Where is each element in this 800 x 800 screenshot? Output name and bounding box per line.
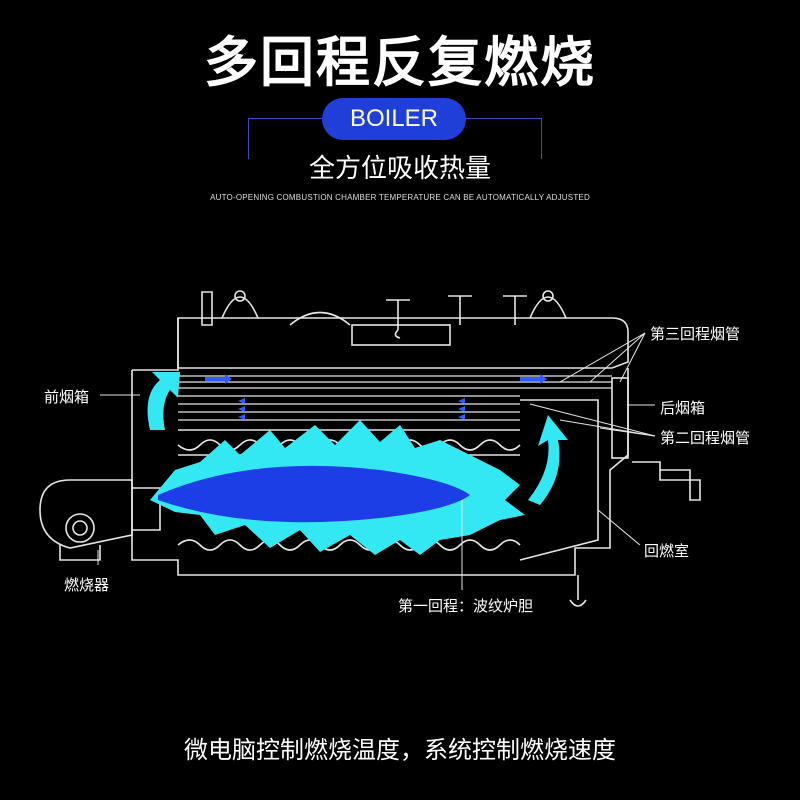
label-rear-box: 后烟箱 [660, 399, 706, 417]
caption: AUTO-OPENING COMBUSTION CHAMBER TEMPERAT… [210, 193, 590, 202]
footer-text: 微电脑控制燃烧温度，系统控制燃烧速度 [184, 736, 616, 764]
burner-housing [39, 479, 133, 549]
leader-lines [97, 332, 656, 590]
label-front-box: 前烟箱 [44, 388, 90, 406]
manhole [289, 311, 351, 326]
page-title: 多回程反复燃烧 [204, 31, 596, 94]
label-first-pass: 第一回程：波纹炉胆 [398, 597, 534, 615]
gas-flow-arrows [205, 374, 547, 420]
rear-curve-arrow [528, 415, 568, 505]
smoke-tubes [178, 375, 612, 421]
label-reversal-chamber: 回燃室 [644, 542, 690, 560]
subtitle: 全方位吸收热量 [308, 154, 491, 184]
boiler-badge: BOILER [322, 98, 466, 140]
boiler-body [131, 318, 629, 576]
flame-core [158, 465, 470, 523]
label-second-pass: 第二回程烟管 [660, 429, 751, 447]
reversal-chamber-outline [519, 399, 599, 561]
boiler-shell [177, 317, 629, 369]
label-burner: 燃烧器 [64, 576, 110, 594]
label-third-pass: 第三回程烟管 [650, 325, 741, 343]
front-curve-arrow [147, 372, 180, 430]
